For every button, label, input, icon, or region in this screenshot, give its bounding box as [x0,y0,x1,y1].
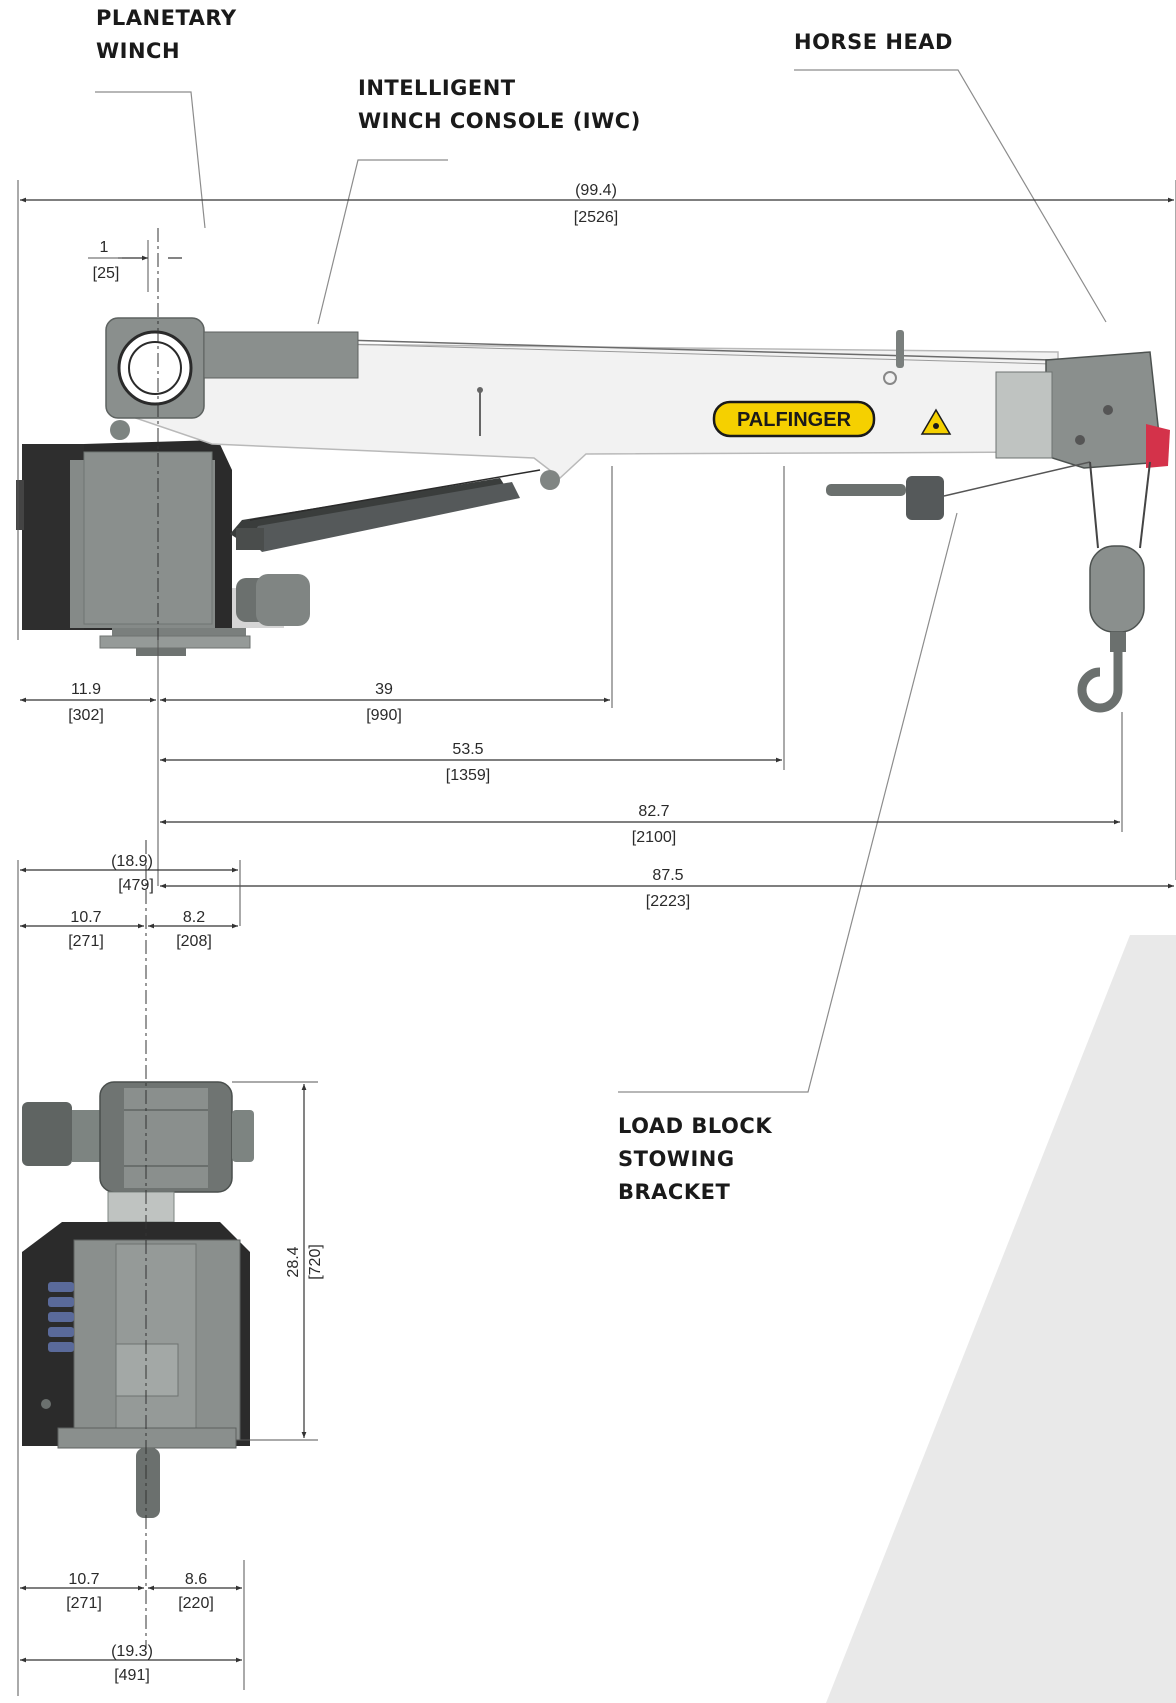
dim-28-4-inch: 28.4 [285,1246,302,1277]
dim-8-2-mm: [208] [176,933,212,950]
hook-icon [1077,652,1123,713]
lift-cylinder [230,469,560,552]
label-line: LOAD BLOCK [618,1114,773,1138]
label-line: PLANETARY [96,6,237,30]
dim-18-9-mm: [479] [118,877,154,894]
dim-87-5-mm: [2223] [646,893,690,910]
side-dimensions: (99.4) [2526] 1 [25] 11.9 [302] 39 [990]… [17,180,1176,910]
red-sheave-icon [1146,424,1170,468]
control-panel-icon [48,1282,74,1352]
warning-label-icon [920,408,952,435]
front-winch [22,1081,254,1223]
slew-ring [99,628,251,656]
label-intelligent-winch-console: INTELLIGENT WINCH CONSOLE (IWC) [358,72,641,138]
label-line: STOWING [618,1147,735,1171]
label-line: BRACKET [618,1180,731,1204]
dim-11-9-mm: [302] [68,707,104,724]
dim-19-3-mm: [491] [114,1667,150,1684]
dim-11-9-inch: 11.9 [71,681,101,698]
leader-horse-head [794,69,1107,323]
base-housing [16,440,232,630]
front-dimensions: (18.9) [479] 10.7 [271] 8.2 [208] 28.4 [… [17,853,324,1696]
dim-10-7-bottom-inch: 10.7 [68,1571,99,1588]
label-line: INTELLIGENT [358,76,516,100]
dim-8-6-mm: [220] [178,1595,214,1612]
label-line: HORSE HEAD [794,30,953,54]
dim-overall-mm: [2526] [574,209,618,226]
horse-head [995,351,1170,469]
dim-offset-inch: 1 [100,239,109,256]
dim-53-5-mm: [1359] [446,767,490,784]
load-block [1077,461,1151,713]
dim-10-7-top-inch: 10.7 [70,909,101,926]
dim-87-5-inch: 87.5 [652,867,683,884]
palfinger-logo-text: PALFINGER [737,409,852,431]
slew-motor [232,574,310,628]
dim-8-6-inch: 8.6 [185,1571,207,1588]
background-wedge [826,935,1176,1703]
leader-iwc [317,159,448,325]
dim-19-3-inch: (19.3) [111,1643,153,1660]
front-view-crane [22,840,254,1648]
dim-offset-mm: [25] [93,265,120,282]
dim-10-7-bottom-mm: [271] [66,1595,102,1612]
side-view-crane: PALFINGER [16,228,1170,713]
front-base-housing [22,1222,250,1446]
leader-planetary-winch [95,91,206,229]
dim-18-9-inch: (18.9) [111,853,153,870]
planetary-winch-drum [105,317,359,440]
boom-fittings [477,330,904,436]
dim-39-mm: [990] [366,707,402,724]
palfinger-logo: PALFINGER [712,400,876,438]
label-horse-head: HORSE HEAD [794,26,953,59]
leader-load-block [618,512,958,1093]
label-load-block-stowing-bracket: LOAD BLOCK STOWING BRACKET [618,1110,772,1209]
label-line: WINCH CONSOLE (IWC) [358,109,641,133]
front-base-foot [57,1427,237,1449]
dim-82-7-mm: [2100] [632,829,676,846]
dim-8-2-inch: 8.2 [183,909,205,926]
dim-53-5-inch: 53.5 [452,741,483,758]
stowing-bracket [826,461,1091,520]
dim-82-7-inch: 82.7 [638,803,669,820]
dim-overall-inch: (99.4) [575,182,617,199]
dim-10-7-top-mm: [271] [68,933,104,950]
dim-39-inch: 39 [375,681,393,698]
dim-28-4-mm: [720] [307,1244,324,1280]
label-planetary-winch: PLANETARY WINCH [96,2,237,68]
label-line: WINCH [96,39,181,63]
